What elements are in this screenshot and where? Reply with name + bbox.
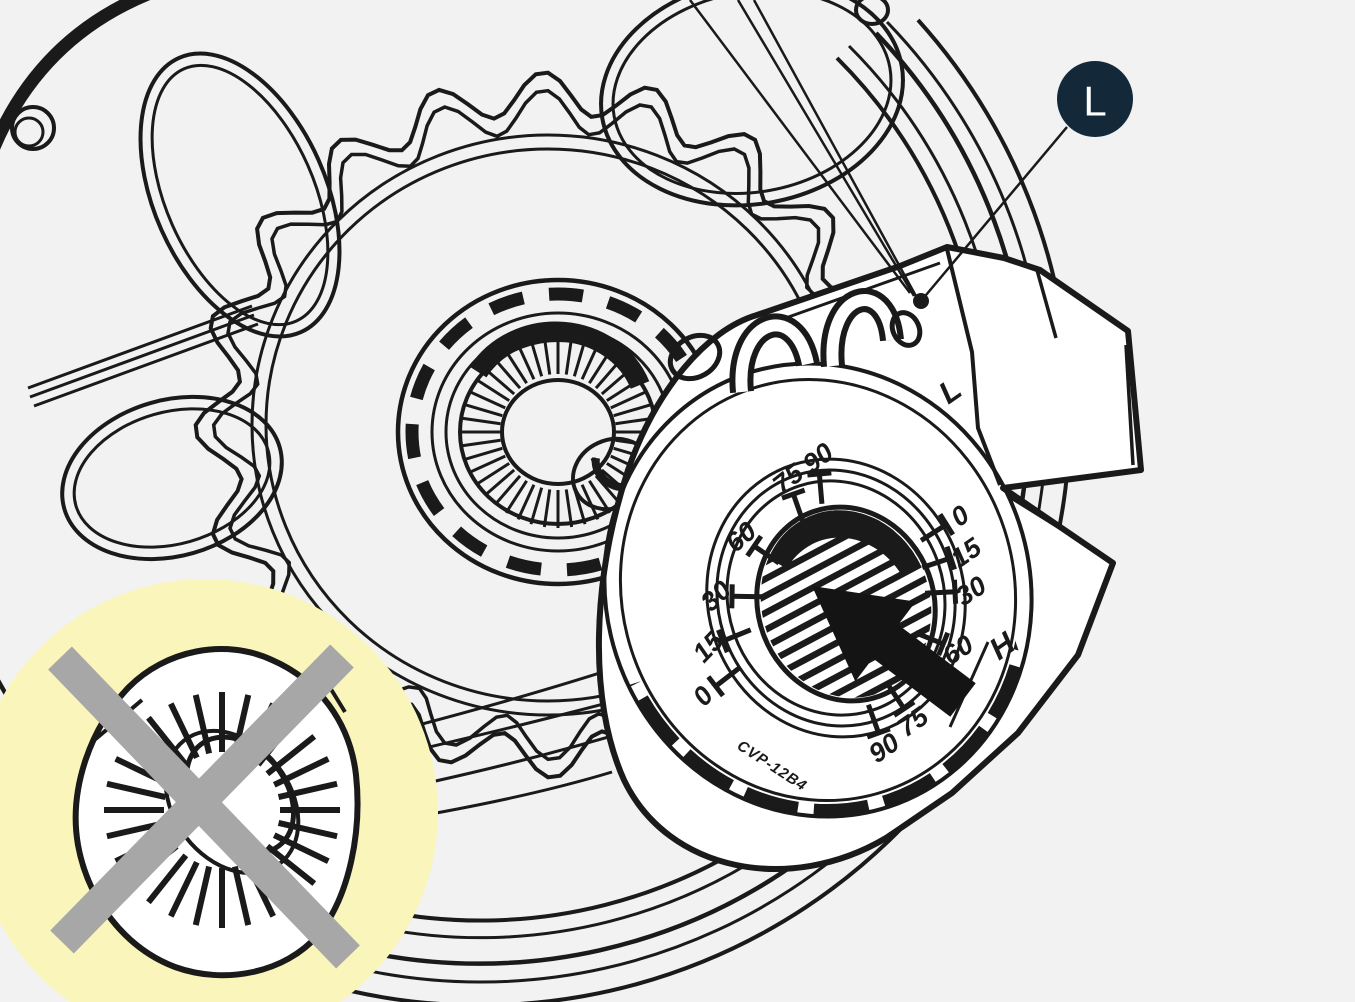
rim-hole-top <box>854 0 890 26</box>
upper-spokes <box>689 0 919 299</box>
spider-windows <box>60 0 905 562</box>
callout-badge-letter: L <box>1083 78 1106 125</box>
cross-x-icon <box>48 644 360 969</box>
bolt-hole <box>889 310 923 348</box>
adjustment-unit: 90 75 60 30 15 0 0 15 30 60 75 90 L H CV… <box>596 244 1144 872</box>
callout-L: L <box>913 61 1133 309</box>
rim-hole <box>10 105 56 151</box>
pointer-arrow-icon <box>812 586 976 717</box>
prohibition-highlight <box>0 579 438 1002</box>
callout-badge <box>1057 61 1133 137</box>
mounting-clamps <box>667 288 923 394</box>
callout-anchor-dot <box>913 293 929 309</box>
callout-leader-line <box>920 126 1068 302</box>
